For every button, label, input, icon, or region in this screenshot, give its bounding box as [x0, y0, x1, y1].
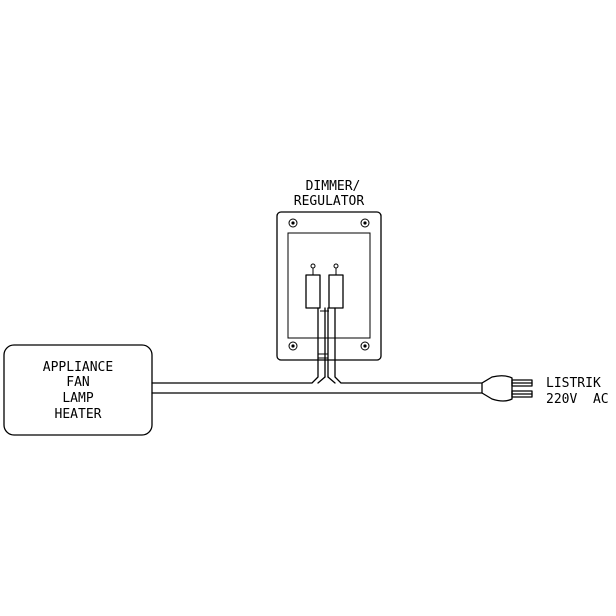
wiring — [151, 307, 483, 394]
dimmer-label-line-1: DIMMER/ — [306, 179, 361, 194]
dimmer-label: DIMMER/ REGULATOR — [294, 179, 365, 209]
mounting-screw-icon — [360, 341, 370, 351]
power-label-line-2: 220V AC — [546, 392, 609, 407]
appliance-label-line-1: APPLIANCE — [43, 360, 113, 375]
mounting-screw-icon — [288, 341, 298, 351]
appliance-label-line-2: FAN — [66, 375, 89, 390]
power-source-label: LISTRIK 220V AC — [546, 376, 609, 407]
cord-top-wire-left — [151, 307, 319, 384]
appliance-label-line-3: LAMP — [62, 391, 93, 406]
mounting-screw-icon — [288, 218, 298, 228]
power-label-line-1: LISTRIK — [546, 376, 601, 391]
mounting-screw-icon — [360, 218, 370, 228]
appliance-box: APPLIANCE FAN LAMP HEATER — [3, 344, 153, 436]
terminal-right-icon — [328, 263, 344, 309]
dimmer-regulator-box — [276, 211, 382, 361]
dimmer-label-line-2: REGULATOR — [294, 194, 365, 209]
terminal-left-icon — [305, 263, 321, 309]
power-plug-icon — [481, 375, 533, 402]
appliance-label-line-4: HEATER — [55, 407, 102, 422]
cord-top-wire-right — [334, 307, 483, 384]
